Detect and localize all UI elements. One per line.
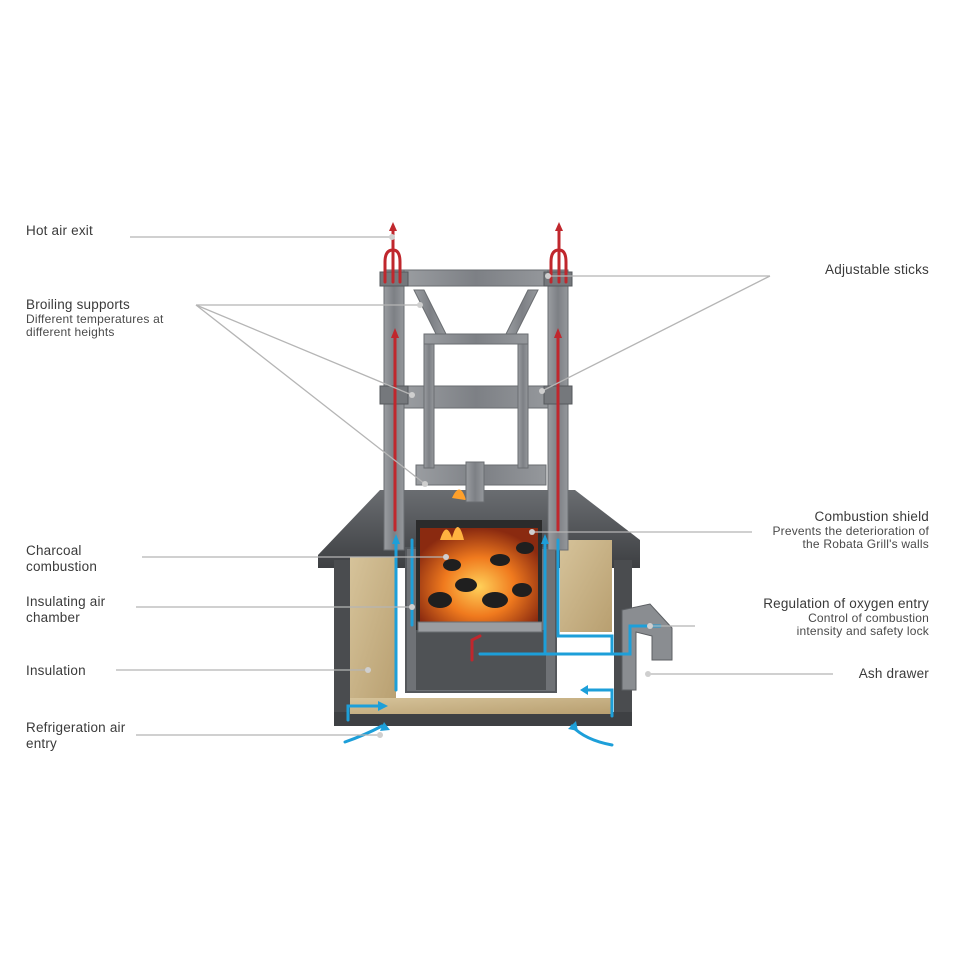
label-refrigeration-title2: entry <box>26 735 58 751</box>
label-combustion-shield-sub: Prevents the deterioration of <box>772 523 929 538</box>
cold-air-flow <box>343 538 662 747</box>
right-insulation <box>560 540 612 632</box>
label-refrigeration-title: Refrigeration air <box>26 720 126 735</box>
label-insulating-title2: chamber <box>26 609 80 625</box>
label-regulation-sub: Control of combustion <box>808 610 929 625</box>
label-combustion-shield-sub2: the Robata Grill's walls <box>802 537 929 552</box>
bottom-plate <box>334 712 632 726</box>
label-insulating-air-chamber: Insulating air chamber <box>26 594 105 625</box>
cold-air-arrowheads <box>378 534 588 731</box>
label-combustion-shield-title: Combustion shield <box>814 509 929 524</box>
label-adjustable-sticks: Adjustable sticks <box>825 262 929 278</box>
leader-adjustable-2 <box>541 275 771 392</box>
bottom-insulation <box>350 698 612 714</box>
label-broiling-supports-sub: Different temperatures at <box>26 311 164 326</box>
hot-air-flow <box>383 226 568 662</box>
label-insulating-title: Insulating air <box>26 594 106 609</box>
label-broiling-supports-sub2: different heights <box>26 325 115 340</box>
label-regulation-title: Regulation of oxygen entry <box>763 596 929 611</box>
leader-broiling-2 <box>195 304 413 396</box>
broiling-frame <box>383 269 569 551</box>
label-hot-air-exit-title: Hot air exit <box>26 223 93 238</box>
label-broiling-supports: Broiling supports Different temperatures… <box>26 297 164 340</box>
label-refrigeration-air-entry: Refrigeration air entry <box>26 720 125 751</box>
label-charcoal-title2: combustion <box>26 558 98 574</box>
left-wall <box>334 560 352 725</box>
label-adjustable-title: Adjustable sticks <box>825 262 929 277</box>
label-charcoal-title: Charcoal <box>26 543 82 558</box>
leader-lines <box>116 236 833 736</box>
label-charcoal-combustion: Charcoal combustion <box>26 543 97 574</box>
hot-air-arrowheads <box>389 222 563 338</box>
leader-broiling-3 <box>195 304 426 485</box>
label-broiling-supports-title: Broiling supports <box>26 297 130 312</box>
top-beam <box>403 269 549 287</box>
label-insulation: Insulation <box>26 663 86 679</box>
label-insulation-title: Insulation <box>26 663 86 678</box>
label-ash-drawer: Ash drawer <box>859 666 929 682</box>
label-regulation-sub2: intensity and safety lock <box>796 624 929 639</box>
label-hot-air-exit: Hot air exit <box>26 223 93 239</box>
fire-basket <box>416 489 543 633</box>
leader-dots <box>365 234 653 738</box>
label-ash-drawer-title: Ash drawer <box>858 666 929 681</box>
left-insulation <box>350 557 396 709</box>
label-combustion-shield: Combustion shield Prevents the deteriora… <box>772 509 929 552</box>
label-regulation-oxygen: Regulation of oxygen entry Control of co… <box>763 596 929 639</box>
